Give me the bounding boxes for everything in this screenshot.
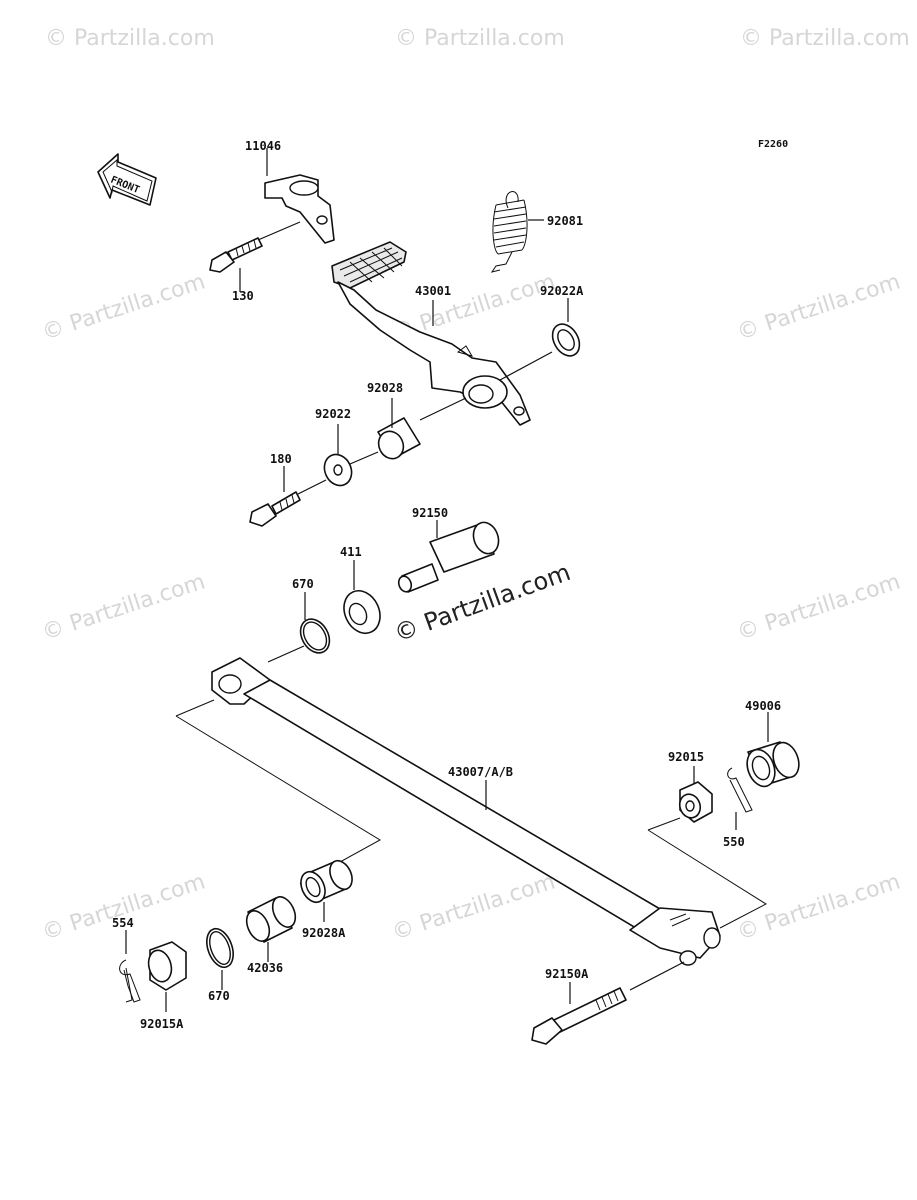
ring-670-lower: 670 (206, 927, 234, 1003)
spacer-411: 411 (340, 545, 381, 634)
watermark: © Partzilla.com (740, 26, 910, 51)
spring-92081: 92081 (490, 191, 583, 273)
label-92022A: 92022A (540, 284, 584, 298)
label-11046: 11046 (245, 139, 281, 153)
sleeve-42036: 42036 (245, 896, 297, 975)
label-550: 550 (723, 835, 745, 849)
label-554: 554 (112, 916, 134, 930)
brake-pedal-43001: 43001 (331, 241, 531, 426)
bushing-92028: 92028 (367, 381, 467, 460)
bushing-92028A: 92028A (300, 859, 353, 940)
label-92015: 92015 (668, 750, 704, 764)
ring-670-upper: 670 (267, 577, 331, 663)
watermark: © Partzilla.com (39, 269, 208, 345)
label-92081: 92081 (547, 214, 583, 228)
washer-92022A: 92022A (499, 284, 584, 381)
watermark: © Partzilla.com (45, 26, 215, 51)
watermark: © Partzilla.com (39, 869, 208, 945)
watermark: © Partzilla.com (734, 569, 903, 645)
nut-92015: 92015 (668, 750, 713, 823)
label-92028A: 92028A (302, 926, 346, 940)
watermark: © Partzilla.com (389, 869, 558, 945)
label-670-upper: 670 (292, 577, 314, 591)
label-43007: 43007/A/B (448, 765, 513, 779)
bolt-180: 180 (249, 452, 327, 527)
label-180: 180 (270, 452, 292, 466)
label-92150A: 92150A (545, 967, 589, 981)
watermark: © Partzilla.com (734, 269, 903, 345)
watermark: © Partzilla.com (395, 26, 565, 51)
label-92150: 92150 (412, 506, 448, 520)
front-arrow-icon: FRONT (97, 153, 157, 206)
bolt-130: 130 (209, 221, 301, 303)
washer-92022: 92022 (315, 407, 379, 487)
cotter-pin-550: 550 (723, 767, 753, 849)
label-670-lower: 670 (208, 989, 230, 1003)
watermark: © Partzilla.com (39, 569, 208, 645)
collar-92015A: 92015A (140, 941, 187, 1031)
label-92022: 92022 (315, 407, 351, 421)
label-49006: 49006 (745, 699, 781, 713)
cap-49006: 49006 (745, 699, 800, 788)
clip-554: 554 (112, 916, 141, 1003)
label-411: 411 (340, 545, 362, 559)
label-43001: 43001 (415, 284, 451, 298)
label-92028: 92028 (367, 381, 403, 395)
label-130: 130 (232, 289, 254, 303)
label-92015A: 92015A (140, 1017, 184, 1031)
pin-92150: 92150 (397, 506, 500, 593)
label-42036: 42036 (247, 961, 283, 975)
bolt-92150A: 92150A (531, 961, 685, 1045)
figure-code: F2260 (758, 139, 788, 150)
bracket-11046: 11046 (245, 139, 335, 244)
